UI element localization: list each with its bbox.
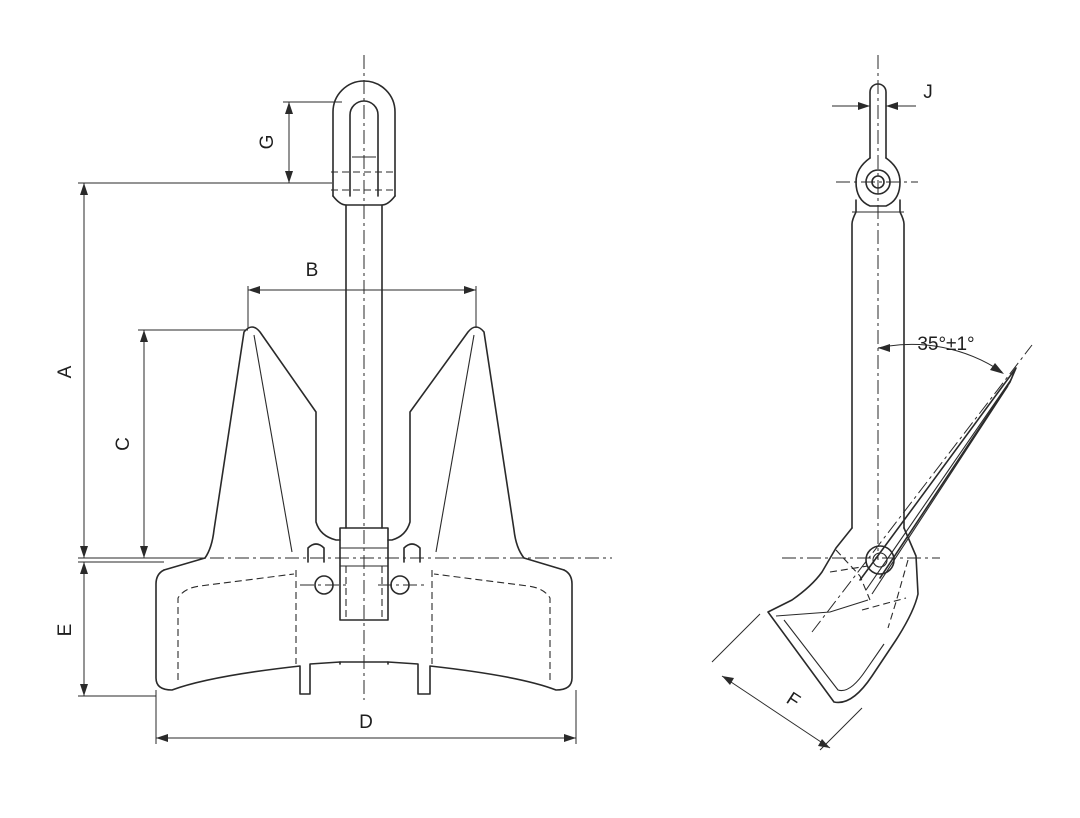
right-fluke (387, 326, 525, 559)
shackle-side (855, 83, 901, 207)
angle-dimension: 35°±1° (877, 334, 1004, 374)
crown-block (339, 527, 389, 621)
label-g: G (257, 135, 278, 150)
dimension-g: G (257, 101, 342, 184)
dimension-e: E (55, 561, 164, 697)
dimension-b: B (247, 260, 477, 328)
label-j: J (923, 82, 933, 103)
left-fluke (204, 326, 341, 559)
crown-side (767, 527, 919, 704)
dimension-a: A (55, 182, 283, 559)
angle-label: 35°±1° (917, 334, 974, 355)
shackle (331, 80, 397, 206)
label-d: D (359, 712, 373, 733)
fluke-axis-line (811, 344, 1033, 633)
label-f: F (782, 688, 803, 712)
dimension-f: F (711, 613, 863, 751)
dimension-j: J (832, 82, 933, 110)
label-c: C (113, 437, 134, 451)
pin-right (390, 543, 421, 595)
side-view: J 35°±1° F (711, 55, 1033, 751)
shank-side (851, 199, 905, 529)
label-e: E (55, 624, 76, 637)
dimension-d: D (155, 690, 577, 744)
label-a: A (55, 365, 76, 378)
label-b: B (306, 260, 319, 281)
crown-plate (155, 557, 573, 695)
fluke-side (859, 367, 1017, 595)
pin-left (307, 543, 334, 595)
dimension-c: C (113, 329, 248, 558)
front-view: G A B C (55, 55, 612, 744)
shank (345, 204, 383, 529)
